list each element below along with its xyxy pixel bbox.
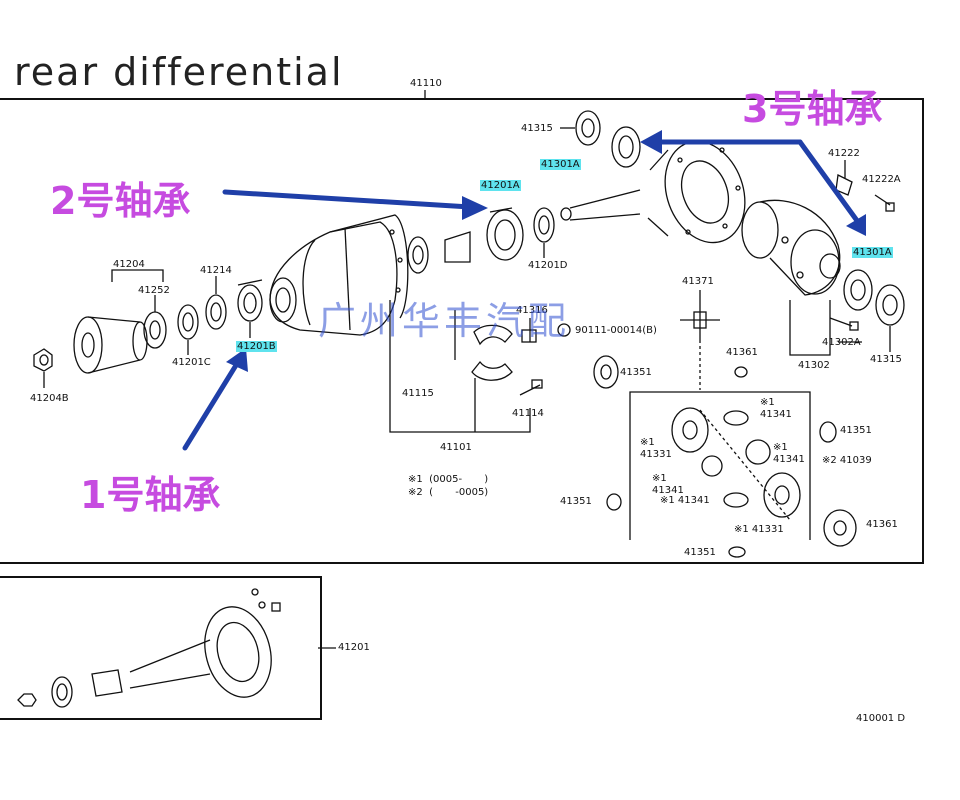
- companion-flange: [73, 316, 148, 374]
- part-41316: 41316: [516, 305, 548, 316]
- part-41222: 41222: [828, 148, 860, 159]
- part-41201: 41201: [338, 642, 370, 653]
- part-41201d: 41201D: [528, 260, 568, 271]
- part-41301a-right: 41301A: [852, 247, 893, 258]
- callout-bearing-1: 1号轴承: [80, 473, 221, 517]
- part-41315-top: 41315: [521, 123, 553, 134]
- flange-nut: [33, 348, 53, 372]
- part-41201a: 41201A: [480, 180, 521, 191]
- part-41315-right: 41315: [870, 354, 902, 365]
- part-41114: 41114: [512, 408, 544, 419]
- part-41351-left: 41351: [560, 496, 592, 507]
- part-41302: 41302: [798, 360, 830, 371]
- serial-note-2: ※2 ( -0005): [408, 487, 489, 498]
- part-41341-bottom: ※1 41341: [660, 495, 710, 506]
- drive-pinion: [560, 189, 641, 221]
- part-41341-low: ※1 41341: [652, 473, 684, 496]
- part-41331-bottom: ※1 41331: [734, 524, 784, 535]
- part-41204b: 41204B: [30, 393, 69, 404]
- page-title: rear differential: [14, 50, 344, 94]
- part-41361-right: 41361: [866, 519, 898, 530]
- part-41214: 41214: [200, 265, 232, 276]
- part-41039: ※2 41039: [822, 455, 872, 466]
- part-41201b: 41201B: [236, 341, 277, 352]
- part-41222a: 41222A: [862, 174, 901, 185]
- ring-gear: [647, 140, 746, 244]
- part-41341-mid: ※1 41341: [773, 442, 805, 465]
- main-diagram-frame: [0, 98, 924, 564]
- serial-note-1: ※1 (0005- ): [408, 474, 489, 485]
- part-41331-left: ※1 41331: [640, 437, 672, 460]
- differential-case: [741, 199, 841, 296]
- watermark: 广州华丰汽配: [318, 299, 571, 343]
- part-41341-top: ※1 41341: [760, 397, 792, 420]
- ring-and-pinion-inset: [17, 588, 336, 708]
- callout-bearing-2: 2号轴承: [50, 179, 191, 223]
- part-41371: 41371: [682, 276, 714, 287]
- part-41101: 41101: [440, 442, 472, 453]
- callout-bearing-3: 3号轴承: [742, 87, 883, 131]
- part-41361-a: 41361: [726, 347, 758, 358]
- part-41204: 41204: [113, 259, 145, 270]
- part-41351-right: 41351: [840, 425, 872, 436]
- part-41115: 41115: [402, 388, 434, 399]
- part-90111: 90111-00014(B): [575, 325, 657, 336]
- part-41302a: 41302A: [822, 337, 861, 348]
- part-41301a-top: 41301A: [540, 159, 581, 170]
- carrier-housing: [269, 214, 409, 336]
- side-gears: [671, 407, 801, 521]
- part-41351-mid: 41351: [620, 367, 652, 378]
- part-41201c: 41201C: [172, 357, 211, 368]
- part-41252: 41252: [138, 285, 170, 296]
- part-41110: 41110: [410, 78, 442, 89]
- diagram-code: 410001 D: [856, 713, 906, 724]
- callout-arrows: [182, 130, 866, 451]
- bearing-2-drawing: [486, 207, 524, 261]
- part-41351-bottom: 41351: [684, 547, 716, 558]
